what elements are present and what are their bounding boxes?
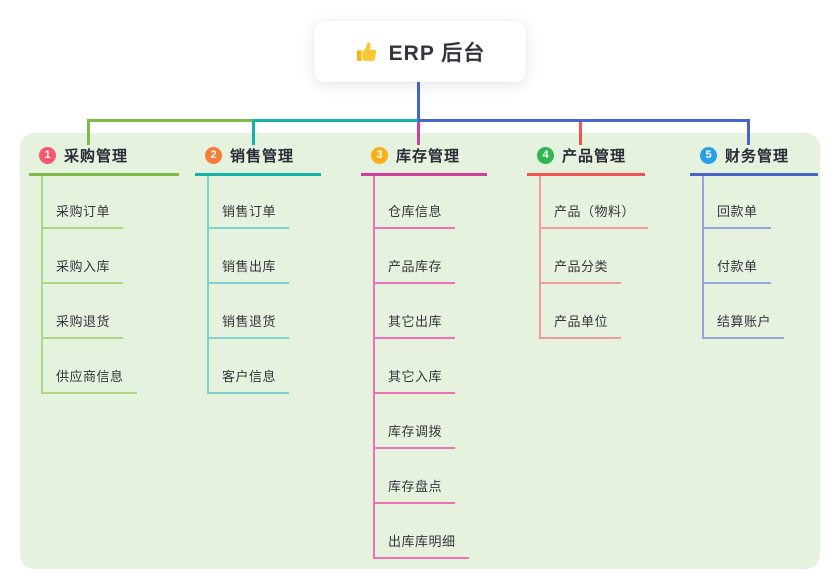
- child-node[interactable]: 产品（物料）: [539, 176, 649, 229]
- branch-title: 销售管理: [230, 148, 295, 165]
- child-node[interactable]: 采购退货: [41, 284, 124, 339]
- child-node[interactable]: 销售订单: [207, 176, 290, 229]
- branch-children-connector: [702, 176, 704, 339]
- branch-header[interactable]: 5 财务管理: [690, 146, 818, 176]
- child-node[interactable]: 采购入库: [41, 229, 124, 284]
- thumbs-up-icon: [356, 41, 376, 61]
- branches-panel: [20, 133, 820, 569]
- child-node[interactable]: 其它出库: [373, 284, 456, 339]
- branch-title: 库存管理: [396, 148, 461, 165]
- branch-title: 产品管理: [562, 148, 627, 165]
- child-node[interactable]: 供应商信息: [41, 339, 137, 394]
- branch-number-badge: 2: [205, 147, 222, 164]
- root-stem-connector: [417, 82, 420, 122]
- child-node[interactable]: 客户信息: [207, 339, 290, 394]
- root-title: ERP 后台: [388, 41, 486, 65]
- connector-bus-segment: [418, 119, 750, 122]
- branch-children: 产品（物料）产品分类产品单位: [539, 176, 649, 339]
- branch-children: 采购订单采购入库采购退货供应商信息: [41, 176, 137, 394]
- connector-bus-segment: [252, 119, 418, 122]
- branch-children-connector: [539, 176, 541, 339]
- branch-title: 财务管理: [725, 148, 790, 165]
- branch-number-badge: 1: [39, 147, 56, 164]
- child-node[interactable]: 结算账户: [702, 284, 785, 339]
- connector-drop: [747, 119, 750, 145]
- child-node[interactable]: 采购订单: [41, 176, 124, 229]
- child-node[interactable]: 产品分类: [539, 229, 622, 284]
- child-node[interactable]: 销售出库: [207, 229, 290, 284]
- connector-drop: [417, 122, 420, 145]
- branch-children-connector: [41, 176, 43, 394]
- connector-drop: [579, 122, 582, 145]
- branch-title: 采购管理: [64, 148, 129, 165]
- child-node[interactable]: 库存调拨: [373, 394, 456, 449]
- child-node[interactable]: 出库库明细: [373, 504, 469, 559]
- child-node[interactable]: 仓库信息: [373, 176, 456, 229]
- child-node[interactable]: 付款单: [702, 229, 771, 284]
- branch-header[interactable]: 4 产品管理: [527, 146, 645, 176]
- branch-children: 回款单付款单结算账户: [702, 176, 785, 339]
- connector-drop: [87, 119, 90, 145]
- branch-1: 1 采购管理采购订单采购入库采购退货供应商信息: [29, 146, 179, 394]
- child-node[interactable]: 销售退货: [207, 284, 290, 339]
- child-node[interactable]: 库存盘点: [373, 449, 456, 504]
- branch-children-connector: [207, 176, 209, 394]
- branch-children: 仓库信息产品库存其它出库其它入库库存调拨库存盘点出库库明细: [373, 176, 469, 559]
- child-node[interactable]: 其它入库: [373, 339, 456, 394]
- child-node[interactable]: 产品单位: [539, 284, 622, 339]
- branch-header[interactable]: 1 采购管理: [29, 146, 179, 176]
- branch-header[interactable]: 2 销售管理: [195, 146, 321, 176]
- branch-number-badge: 5: [700, 147, 717, 164]
- branch-number-badge: 3: [371, 147, 388, 164]
- child-node[interactable]: 产品库存: [373, 229, 456, 284]
- root-node[interactable]: ERP 后台: [314, 21, 526, 82]
- connector-bus-segment: [87, 119, 252, 122]
- branch-header[interactable]: 3 库存管理: [361, 146, 487, 176]
- branch-2: 2 销售管理销售订单销售出库销售退货客户信息: [195, 146, 321, 394]
- branch-3: 3 库存管理仓库信息产品库存其它出库其它入库库存调拨库存盘点出库库明细: [361, 146, 487, 559]
- branch-5: 5 财务管理回款单付款单结算账户: [690, 146, 818, 339]
- branch-children: 销售订单销售出库销售退货客户信息: [207, 176, 290, 394]
- branch-children-connector: [373, 176, 375, 559]
- branch-number-badge: 4: [537, 147, 554, 164]
- connector-drop: [252, 119, 255, 145]
- child-node[interactable]: 回款单: [702, 176, 771, 229]
- branch-4: 4 产品管理产品（物料）产品分类产品单位: [527, 146, 649, 339]
